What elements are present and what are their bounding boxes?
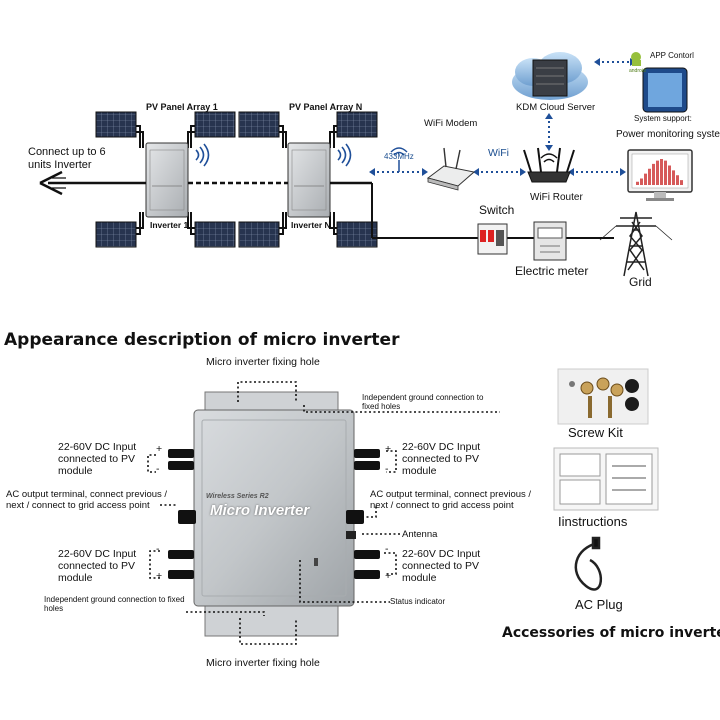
leader-lines [147, 381, 500, 645]
fixing-hole-top-label: Micro inverter fixing hole [206, 356, 320, 368]
plus-sign: + [385, 570, 392, 582]
wifi-label: WiFi [488, 147, 509, 159]
fixing-hole-bottom-label: Micro inverter fixing hole [206, 657, 320, 669]
connect-note: Connect up to 6 units Inverter [28, 146, 106, 171]
minus-sign: - [385, 463, 389, 475]
pv-array-n-label: PV Panel Array N [289, 102, 363, 112]
dc-connectors [168, 449, 380, 579]
dc-input-left-1-label: 22-60V DC Input connected to PV module [58, 441, 137, 478]
pv-array-1-label: PV Panel Array 1 [146, 102, 218, 112]
plus-sign: + [385, 443, 392, 455]
pc-chart-bar [652, 163, 655, 185]
dc-input-right-1-label: 22-60V DC Input connected to PV module [402, 441, 481, 478]
pc-chart-bar [676, 175, 679, 185]
plus-sign: + [156, 570, 163, 582]
inverter-n-label: Inverter N [291, 220, 331, 230]
dc-input-right-2-label: 22-60V DC Input connected to PV module [402, 548, 481, 585]
pc-chart-bar [664, 160, 667, 185]
pv-panel [238, 111, 280, 138]
wifi-modem-icon [426, 147, 476, 191]
grid-tower-icon [599, 211, 673, 277]
status-led [314, 558, 318, 566]
pc-chart-bar [636, 181, 639, 185]
pv-panel [336, 111, 378, 138]
pv-panel [95, 221, 137, 248]
electric-meter-label: Electric meter [515, 264, 589, 278]
wifi-router-icon [523, 147, 575, 183]
pv-panel [194, 111, 236, 138]
pc-chart-bar [660, 159, 663, 185]
app-control-label: APP Contorl [650, 51, 694, 60]
pc-chart-bar [668, 165, 671, 185]
wifi-router-label: WiFi Router [530, 192, 583, 203]
dc-cables [136, 125, 337, 235]
minus-sign: - [156, 543, 160, 555]
rf-antenna-icon [390, 147, 408, 172]
inverter-n [287, 142, 331, 218]
instructions-image [553, 447, 659, 511]
pv-panels [95, 111, 378, 248]
ground-left-label: Independent ground connection to fixed h… [44, 595, 185, 614]
ac-bus-line [39, 170, 614, 239]
grid-label: Grid [629, 275, 652, 289]
pc-chart-bar [640, 178, 643, 185]
dc-input-left-2-label: 22-60V DC Input connected to PV module [58, 548, 137, 585]
pv-panel [238, 221, 280, 248]
pc-chart [636, 159, 683, 185]
ground-right-label: Independent ground connection to fixed h… [362, 393, 484, 412]
power-monitoring-label: Power monitoring system [616, 129, 720, 140]
inverter-1-label: Inverter 1 [150, 220, 189, 230]
ac-left-label: AC output terminal, connect previous / n… [6, 489, 168, 511]
instructions-label: Iinstructions [558, 514, 628, 529]
antenna-label: Antenna [402, 529, 438, 540]
switch-icon [477, 223, 508, 255]
minus-sign: - [385, 543, 389, 555]
link-arrowheads [369, 58, 636, 176]
wifi-modem-label: WiFi Modem [424, 118, 478, 129]
appearance-title: Appearance description of micro inverter [4, 330, 400, 350]
ac-plug-label: AC Plug [575, 597, 623, 612]
antenna-stub [346, 531, 356, 539]
minus-sign: - [156, 463, 160, 475]
ac-right-label: AC output terminal, connect previous / n… [370, 489, 532, 511]
inverter-1 [145, 142, 189, 218]
status-indicator-label: Status indicator [390, 597, 446, 606]
pc-chart-bar [648, 168, 651, 185]
pv-panel [194, 221, 236, 248]
cloud-server-label: KDM Cloud Server [516, 102, 596, 113]
pc-chart-bar [672, 170, 675, 185]
pv-panel [95, 111, 137, 138]
ac-plug-image [574, 536, 603, 591]
android-label: android [629, 68, 646, 74]
pc-chart-bar [644, 173, 647, 185]
electric-meter-icon [533, 221, 567, 261]
monitoring-pc-icon [627, 149, 693, 201]
accessories-title: Accessories of micro inverter [502, 625, 720, 641]
screw-kit-label: Screw Kit [568, 425, 623, 440]
rf-label: 433MHz [384, 152, 414, 161]
device-name-label: Micro Inverter [210, 502, 310, 519]
cloud-server-icon [512, 52, 588, 100]
screw-kit-image [557, 368, 649, 425]
pc-chart-bar [656, 160, 659, 185]
wireless-icon [195, 143, 352, 167]
phone-icon [631, 52, 688, 113]
plus-sign: + [156, 443, 163, 455]
system-support-label: System support: [634, 114, 692, 123]
device-series-label: Wireless Series R2 [206, 493, 269, 500]
switch-label: Switch [479, 203, 515, 217]
pc-chart-bar [680, 180, 683, 185]
